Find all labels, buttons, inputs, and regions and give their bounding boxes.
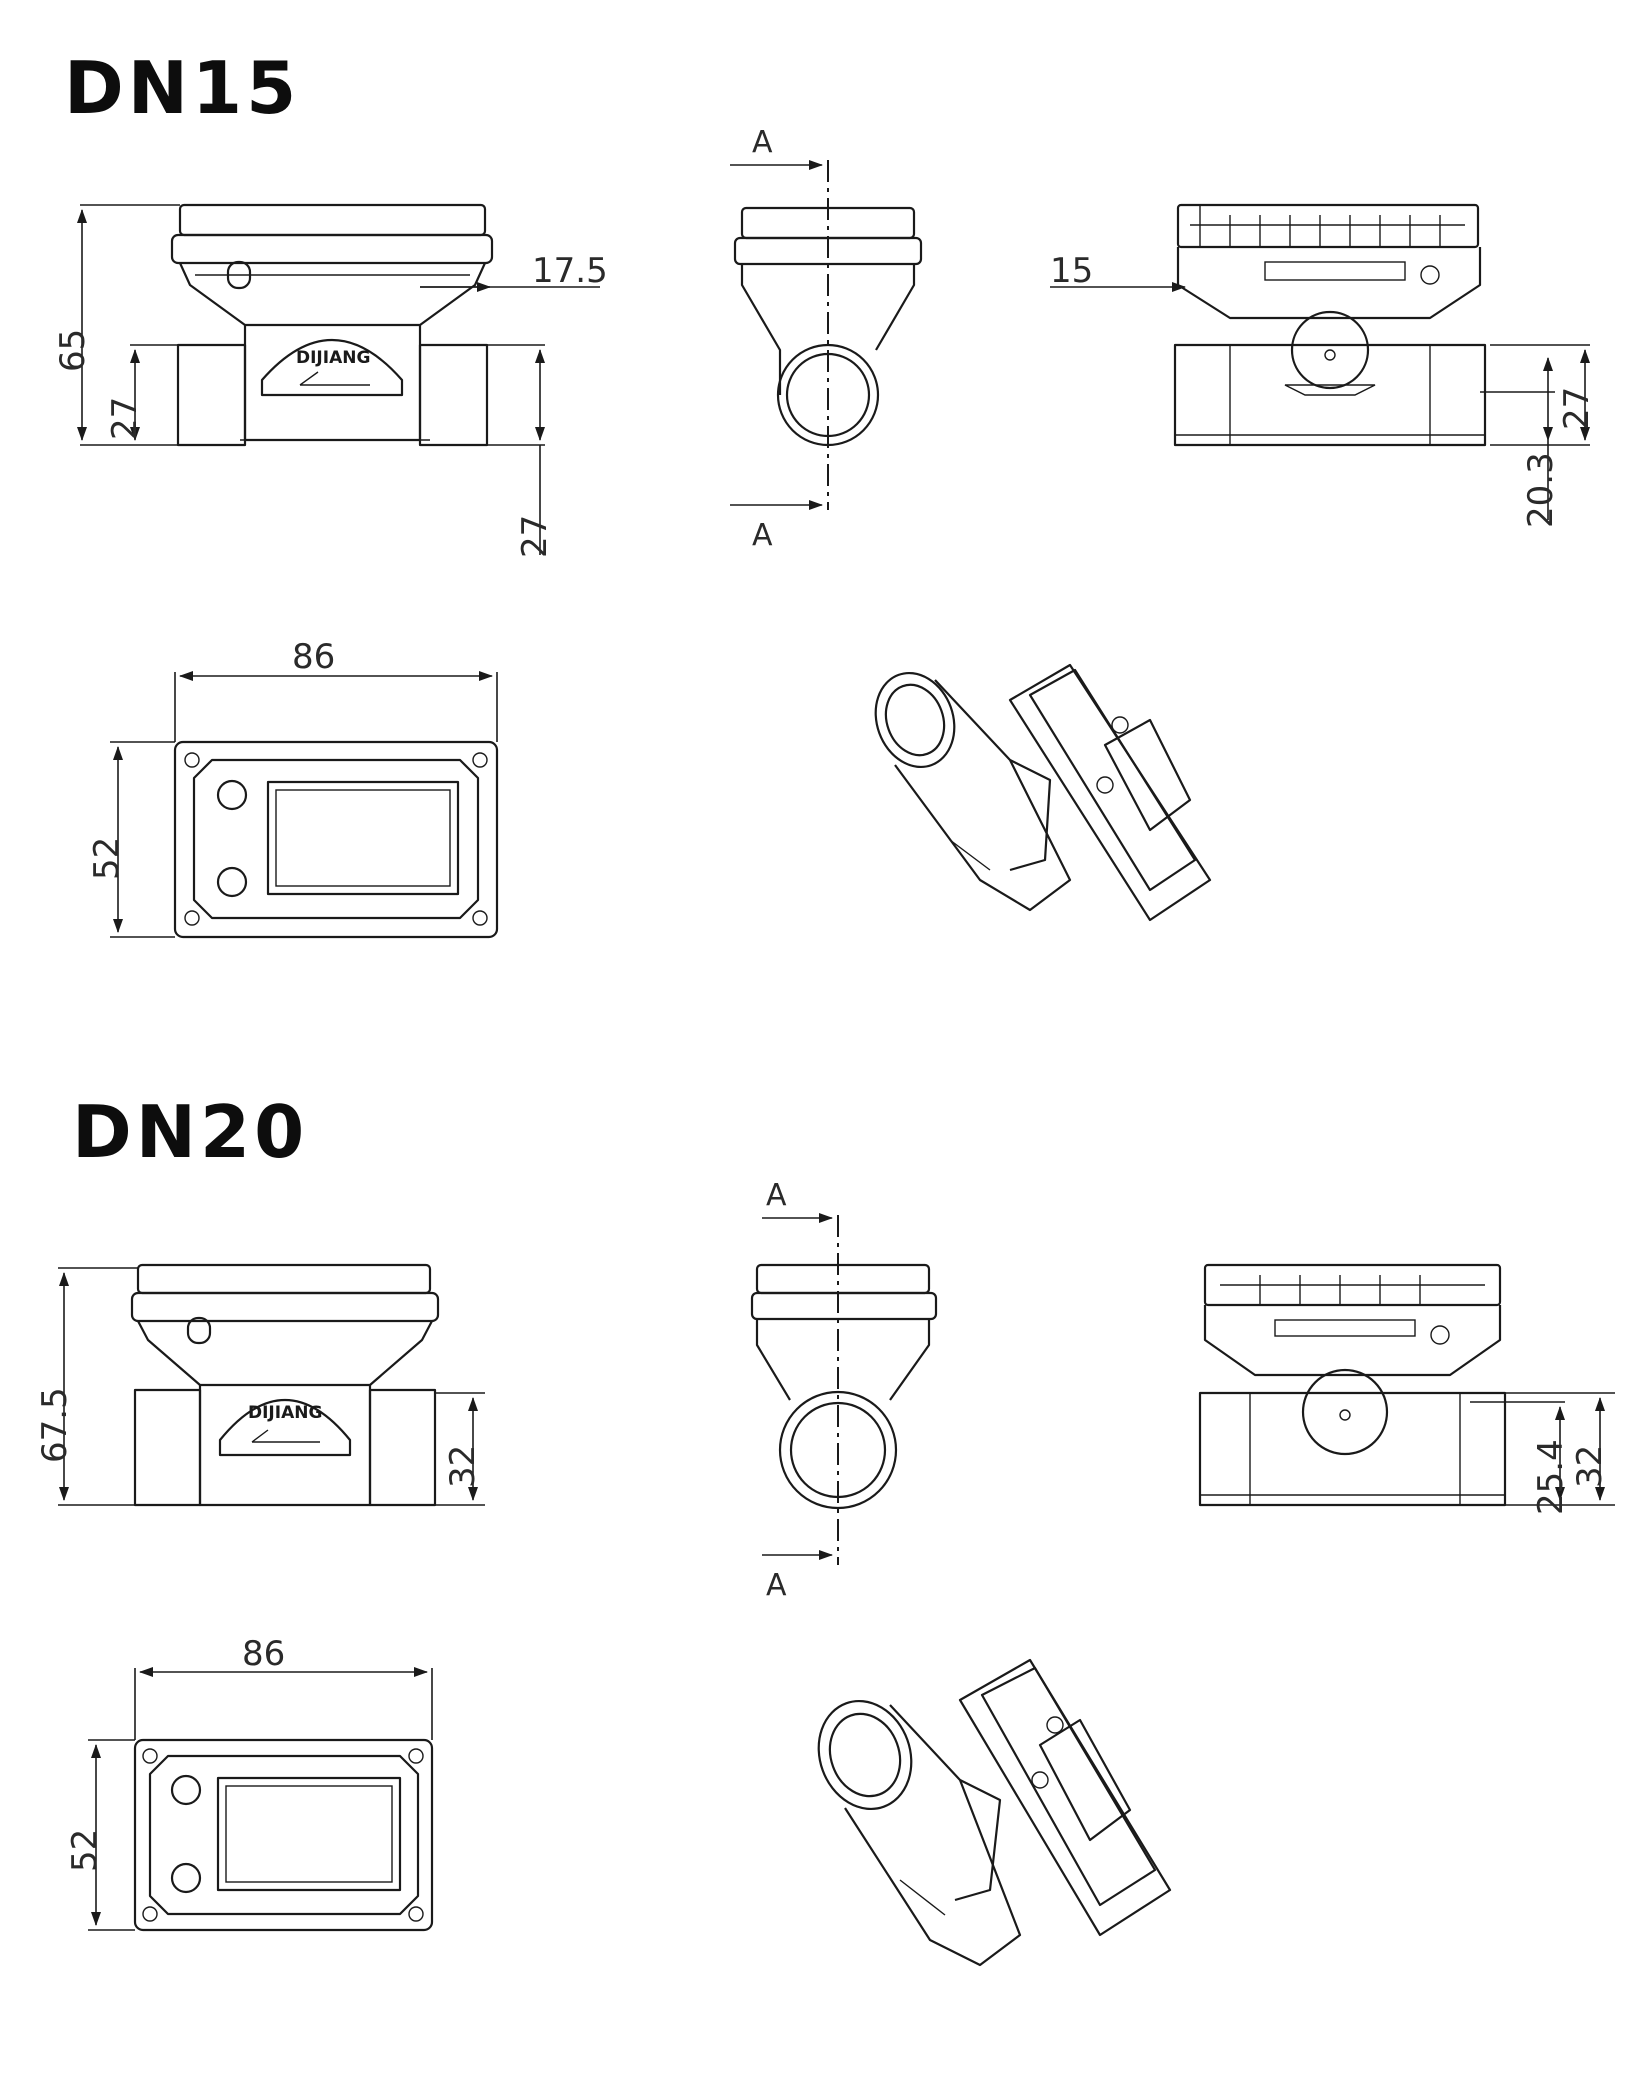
- section-title-dn20: DN20: [72, 1090, 309, 1174]
- dn15-top-dimensions: 86 52: [87, 637, 498, 938]
- dn20-front-dimensions: 67.5 32: [35, 1267, 485, 1506]
- section-title-dn15: DN15: [64, 46, 301, 130]
- dn15-dim-top-depth: 52: [87, 837, 127, 880]
- dn15-dim-pipe-lower: 27: [515, 515, 555, 558]
- dn15-front-view: DIJIANG: [170, 203, 494, 447]
- dn20-top-view: [133, 1738, 434, 1932]
- dn15-dim-top-width: 86: [292, 637, 335, 677]
- dn15-dim-side-center: 20.3: [1521, 452, 1561, 528]
- dn20-section-label-bottom: A: [766, 1568, 787, 1603]
- dn15-side-view: [1173, 203, 1487, 447]
- dn20-dim-side-pipe: 32: [1570, 1445, 1610, 1488]
- dn20-top-dimensions: 86 52: [65, 1634, 433, 1931]
- dn15-isometric-view: [874, 663, 1212, 922]
- dn20-dim-height: 67.5: [35, 1387, 75, 1463]
- dn15-section-view: A A: [730, 125, 923, 553]
- dn15-dim-side-offset: 15: [1050, 251, 1093, 291]
- dn20-side-dimensions: 32 25.4: [1470, 1392, 1615, 1515]
- dn20-dim-pipe: 32: [443, 1445, 483, 1488]
- dn15-side-dimensions: 15 27 20.3: [1050, 251, 1597, 528]
- dn20-brand-front: DIJIANG: [248, 1403, 322, 1423]
- dn20-dim-top-width: 86: [242, 1634, 285, 1674]
- dn20-front-view: DIJIANG: [130, 1263, 440, 1507]
- dn20-dim-side-center: 25.4: [1531, 1439, 1571, 1515]
- dn15-dim-height: 65: [53, 329, 93, 372]
- dn20-section-label-top: A: [766, 1178, 787, 1213]
- dn15-dim-pipe: 27: [105, 397, 145, 440]
- dn15-front-dimensions: 65 27 27 17.5: [53, 204, 608, 558]
- dn15-top-view: [173, 740, 499, 939]
- dn20-dim-top-depth: 52: [65, 1829, 105, 1872]
- dn15-brand-front: DIJIANG: [296, 348, 370, 368]
- dn15-dim-offset: 17.5: [532, 251, 608, 291]
- dn20-section-view: A A: [750, 1178, 938, 1603]
- dn15-section-label-bottom: A: [752, 518, 773, 553]
- dn20-side-view: [1198, 1263, 1507, 1507]
- dn15-dim-side-pipe: 27: [1557, 387, 1597, 430]
- dn20-isometric-view: [817, 1658, 1172, 1967]
- dn15-section-label-top: A: [752, 125, 773, 160]
